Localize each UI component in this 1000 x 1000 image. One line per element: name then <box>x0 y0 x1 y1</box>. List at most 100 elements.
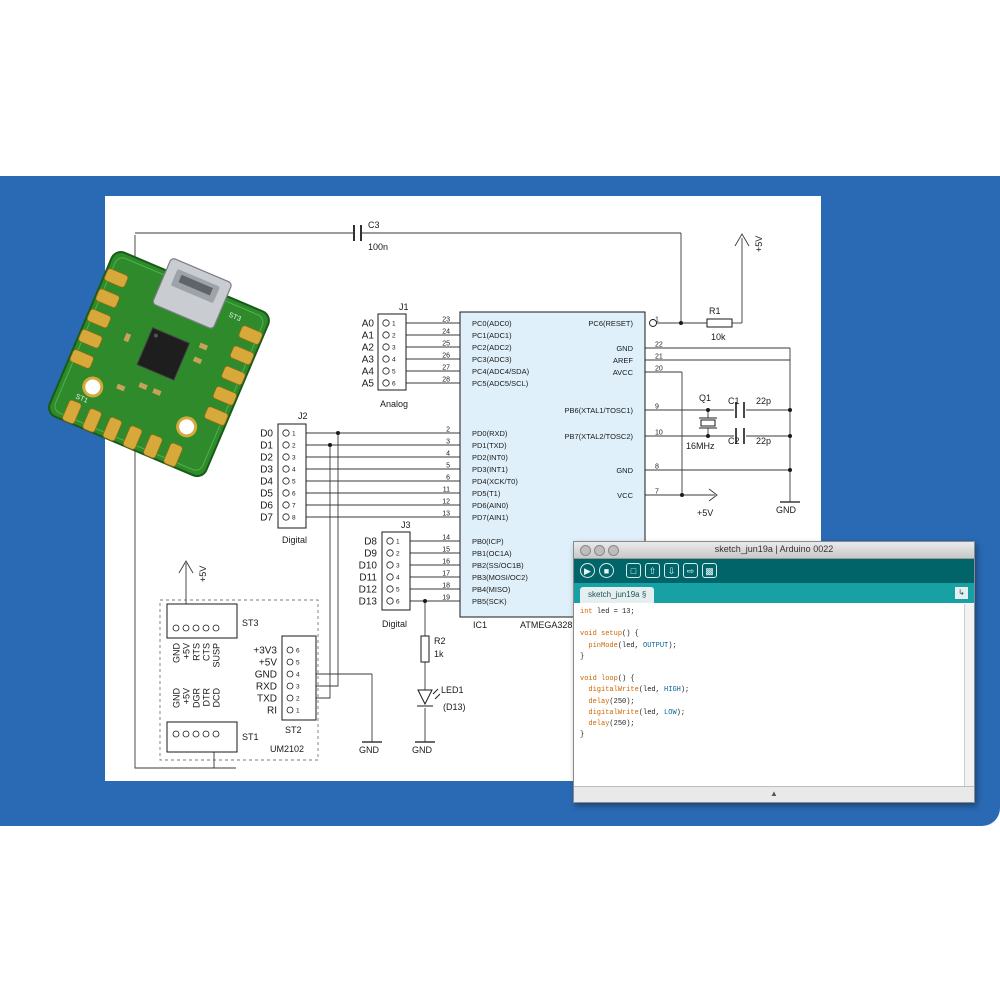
code-editor[interactable]: int led = 13; void setup() { pinMode(led… <box>574 604 964 787</box>
st3-label: +5V <box>182 643 192 659</box>
new-icon[interactable]: □ <box>626 563 641 578</box>
code-line[interactable]: pinMode(led, OUTPUT); <box>588 641 677 650</box>
ic1-pin-label: PD0(RXD) <box>472 429 508 438</box>
ic1-part: ATMEGA328 <box>520 620 572 630</box>
j2-pin-number: 1 <box>292 431 296 438</box>
code-line[interactable]: } <box>580 731 585 740</box>
j2-label: D5 <box>260 489 273 500</box>
c2-value: 22p <box>756 436 771 446</box>
j3-label: D10 <box>359 561 378 572</box>
tab-sketch[interactable]: sketch_jun19a § <box>580 587 655 603</box>
code-line[interactable]: void setup() { <box>580 630 639 639</box>
j3-label: D13 <box>359 597 378 608</box>
j2-pin-number: 6 <box>292 491 296 498</box>
j1-label: A5 <box>362 379 375 390</box>
ic1-pin-label: AVCC <box>613 368 634 377</box>
zoom-window-icon[interactable] <box>608 545 619 556</box>
code-line[interactable]: delay(250); <box>588 720 635 729</box>
j2-header <box>277 423 307 529</box>
close-window-icon[interactable] <box>580 545 591 556</box>
q1-value: 16MHz <box>686 441 715 451</box>
st2-pin <box>286 646 294 654</box>
st2-name: ST2 <box>285 725 302 735</box>
ic1-pin-label: PB4(MISO) <box>472 585 511 594</box>
ic1-pin-number: 17 <box>442 571 450 578</box>
r2-name: R2 <box>434 636 446 646</box>
pcb-silk-st1: ST1 <box>74 393 89 405</box>
code-line[interactable]: void loop() { <box>580 675 635 684</box>
ic1-pin-label: PC5(ADC5/SCL) <box>472 379 529 388</box>
j1-pin-number: 2 <box>392 333 396 340</box>
editor-scrollbar[interactable] <box>964 604 974 787</box>
tab-menu-icon[interactable]: ↳ <box>955 587 968 599</box>
ic1-pin-label: PB0(ICP) <box>472 537 504 546</box>
ic1-pin-number: 6 <box>446 475 450 482</box>
arduino-ide-window[interactable]: sketch_jun19a | Arduino 0022 ▶ ■ □ ⇧ ⇩ ⇨… <box>573 541 975 803</box>
ic1-pin-number: 5 <box>446 463 450 470</box>
ic1-pin-number: 19 <box>442 595 450 602</box>
ide-title-bar[interactable]: sketch_jun19a | Arduino 0022 <box>574 542 974 559</box>
ic1-pin-number: 3 <box>446 439 450 446</box>
j2-pin <box>282 465 290 473</box>
j3-label: D12 <box>359 585 378 596</box>
j2-pin <box>282 453 290 461</box>
ic1-left-pins: PC0(ADC0)23PC1(ADC1)24PC2(ADC2)25PC3(ADC… <box>442 317 529 607</box>
code-line[interactable]: digitalWrite(led, HIGH); <box>588 686 690 695</box>
ic1-pin-label: PD7(AIN1) <box>472 513 509 522</box>
plus5v-arrow-bottom <box>708 488 718 502</box>
j3-pin <box>386 573 394 581</box>
plus5v-arrow-top <box>734 233 750 247</box>
j2-pin <box>282 501 290 509</box>
ic1-pin-label: PD6(AIN0) <box>472 501 509 510</box>
open-icon[interactable]: ⇧ <box>645 563 660 578</box>
minimize-window-icon[interactable] <box>594 545 605 556</box>
serial-monitor-icon[interactable]: ▩ <box>702 563 717 578</box>
ic1-pin-label: PD3(INT1) <box>472 465 508 474</box>
j3-pin <box>386 537 394 545</box>
code-line[interactable]: delay(250); <box>588 697 635 706</box>
ic1-pin-number: 22 <box>655 342 663 349</box>
ic1-pin-label: PC3(ADC3) <box>472 355 512 364</box>
st3-pin <box>182 624 190 632</box>
ic1-pin-number: 1 <box>655 317 659 324</box>
code-line[interactable] <box>580 663 964 674</box>
c2-name: C2 <box>728 436 740 446</box>
j3-label: D9 <box>364 549 377 560</box>
j2-pin-number: 8 <box>292 515 296 522</box>
st1-pin <box>192 730 200 738</box>
stop-icon[interactable]: ■ <box>599 563 614 578</box>
j2-label: D0 <box>260 429 273 440</box>
um2102-outline <box>159 599 319 761</box>
code-line[interactable]: digitalWrite(led, LOW); <box>588 708 686 717</box>
reset-pin-circle <box>649 319 657 327</box>
j2-caption: Digital <box>282 535 307 545</box>
j2-pin <box>282 489 290 497</box>
upload-icon[interactable]: ⇨ <box>683 563 698 578</box>
ic1-pin-label: VCC <box>617 491 633 500</box>
verify-icon[interactable]: ▶ <box>580 563 595 578</box>
code-line[interactable]: int led = 13; <box>580 608 635 616</box>
j3-pin-number: 5 <box>396 587 400 594</box>
ic1-pin-label: AREF <box>613 356 633 365</box>
st2-pin-number: 6 <box>296 648 300 655</box>
st1-label: DGR <box>192 688 202 709</box>
st3-label: CTS <box>202 643 212 661</box>
drag-handle-icon[interactable]: ▲ <box>770 789 778 798</box>
ic1-pin-label: PB6(XTAL1/TOSC1) <box>565 406 634 415</box>
st3-pin <box>212 624 220 632</box>
code-line[interactable]: } <box>580 652 585 661</box>
j2-label: D1 <box>260 441 273 452</box>
capacitor-c3 <box>353 225 362 241</box>
st3-header <box>166 603 238 639</box>
resistor-r1 <box>706 318 733 328</box>
j2-label: D4 <box>260 477 273 488</box>
code-line[interactable] <box>580 618 964 629</box>
pcb-silk-st3: ST3 <box>227 312 242 324</box>
ic1-pin-number: 20 <box>655 366 663 373</box>
c3-name: C3 <box>368 220 380 230</box>
j2-pin <box>282 429 290 437</box>
save-icon[interactable]: ⇩ <box>664 563 679 578</box>
